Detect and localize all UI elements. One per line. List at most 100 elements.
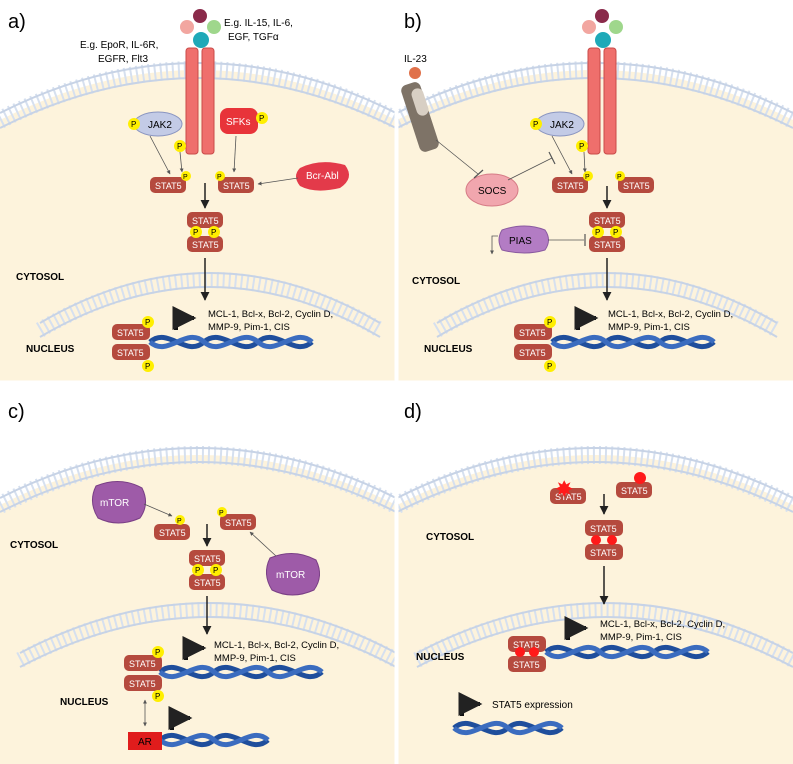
target-genes: MCL-1, Bcl-x, Bcl-2, Cyclin D, (600, 619, 725, 630)
stat5-dimer-nuclear: STAT5 STAT5 P P (124, 646, 164, 702)
stat5-monomer: STAT5 P (615, 171, 654, 193)
stat5-dimer: STAT5 STAT5 P P (187, 212, 223, 252)
stat5-mutant-dimer-nuclear: STAT5 STAT5 (508, 636, 546, 672)
svg-text:MMP-9, Pim-1, CIS: MMP-9, Pim-1, CIS (208, 322, 290, 333)
svg-text:P: P (259, 114, 264, 123)
svg-text:STAT5: STAT5 (594, 216, 621, 226)
nucleus-label: NUCLEUS (424, 344, 473, 355)
phospho-site: P P (128, 118, 186, 152)
il23-label: IL-23 (404, 54, 427, 65)
nuclear-membrane (16, 602, 396, 668)
svg-text:MMP-9, Pim-1, CIS: MMP-9, Pim-1, CIS (600, 632, 682, 643)
svg-text:JAK2: JAK2 (148, 120, 172, 131)
receptors-label: E.g. EpoR, IL-6R, (80, 40, 158, 51)
svg-text:MMP-9, Pim-1, CIS: MMP-9, Pim-1, CIS (608, 322, 690, 333)
cytosol-label: CYTOSOL (10, 540, 58, 551)
svg-text:STAT5: STAT5 (192, 240, 219, 250)
stat5-dimer-nuclear: STAT5 STAT5 P P (112, 316, 154, 372)
transcription-arrow (458, 692, 483, 716)
transcription-arrow (168, 706, 193, 730)
svg-text:P: P (547, 362, 552, 371)
svg-text:STAT5: STAT5 (590, 548, 617, 558)
svg-text:mTOR: mTOR (100, 498, 129, 509)
transcription-arrow (574, 306, 599, 330)
panel-b: b) IL-23 JAK2 P P SOCS (397, 0, 793, 382)
receptor (587, 47, 617, 155)
svg-text:P: P (613, 228, 618, 237)
svg-text:STAT5: STAT5 (117, 328, 144, 338)
svg-text:P: P (585, 174, 590, 181)
svg-text:P: P (617, 174, 622, 181)
stat5-monomer: STAT5 P (552, 171, 593, 193)
svg-text:STAT5: STAT5 (519, 328, 546, 338)
svg-text:P: P (595, 228, 600, 237)
stat5-mutant-dimer: STAT5 STAT5 (585, 520, 623, 560)
jak2-protein: JAK2 P P (530, 111, 588, 152)
target-genes: MCL-1, Bcl-x, Bcl-2, Cyclin D, (214, 640, 339, 651)
dna-strand (452, 720, 564, 736)
nucleus-label: NUCLEUS (26, 344, 75, 355)
svg-text:P: P (183, 174, 188, 181)
svg-text:STAT5: STAT5 (557, 181, 584, 191)
svg-text:STAT5: STAT5 (194, 578, 221, 588)
il23-receptor (401, 67, 439, 152)
svg-text:mTOR: mTOR (276, 570, 305, 581)
svg-text:STAT5: STAT5 (117, 348, 144, 358)
svg-text:P: P (533, 120, 538, 129)
stat5-mutant-monomer: STAT5 (616, 472, 652, 498)
svg-text:STAT5: STAT5 (129, 659, 156, 669)
ligands-label: E.g. IL-15, IL-6, (224, 18, 293, 29)
transcription-arrow (172, 306, 197, 330)
dna-strand (158, 732, 270, 748)
svg-text:STAT5: STAT5 (555, 492, 582, 502)
svg-text:P: P (217, 174, 222, 181)
panel-a: a) E.g. IL-15, IL-6, EGF, TGFα E.g. EpoR… (0, 0, 396, 382)
transcription-arrow (182, 636, 207, 660)
svg-text:STAT5: STAT5 (623, 181, 650, 191)
nuclear-membrane (35, 272, 385, 337)
svg-text:P: P (213, 566, 218, 575)
svg-text:PIAS: PIAS (509, 236, 532, 247)
panel-letter: a) (8, 11, 26, 33)
svg-text:SFKs: SFKs (226, 117, 250, 128)
svg-text:STAT5: STAT5 (155, 181, 182, 191)
stat5-mutant-monomer: STAT5 (550, 480, 586, 504)
stat5-monomer: STAT5 P (150, 171, 191, 193)
svg-text:P: P (131, 120, 136, 129)
target-genes: MCL-1, Bcl-x, Bcl-2, Cyclin D, (608, 309, 733, 320)
svg-text:P: P (145, 362, 150, 371)
svg-text:P: P (177, 142, 182, 151)
dna-strand (544, 644, 710, 660)
svg-text:P: P (195, 566, 200, 575)
svg-text:EGFR, Flt3: EGFR, Flt3 (98, 54, 148, 65)
svg-text:STAT5: STAT5 (159, 528, 186, 538)
svg-text:P: P (155, 692, 160, 701)
svg-text:P: P (193, 228, 198, 237)
receptor (185, 47, 215, 155)
nucleus-label: NUCLEUS (416, 652, 465, 663)
stat5-monomer: STAT5 P (154, 515, 190, 540)
nuclear-membrane (432, 272, 782, 337)
svg-text:STAT5: STAT5 (192, 216, 219, 226)
ar-protein: AR (128, 732, 162, 750)
cytosol-label: CYTOSOL (412, 276, 460, 287)
svg-text:STAT5: STAT5 (590, 524, 617, 534)
cytosol-label: CYTOSOL (16, 272, 64, 283)
svg-text:P: P (219, 510, 224, 517)
dna-strand (158, 664, 324, 680)
inhibition-line (435, 139, 479, 175)
nuclear-membrane (413, 602, 793, 668)
svg-text:STAT5: STAT5 (513, 660, 540, 670)
ligand-cluster (582, 9, 623, 48)
svg-text:AR: AR (138, 737, 152, 748)
cytosol-label: CYTOSOL (426, 532, 474, 543)
ligand-cluster (180, 9, 221, 48)
jak2-protein: JAK2 (133, 111, 183, 137)
svg-text:Bcr-Abl: Bcr-Abl (306, 171, 339, 182)
inhibition-line (507, 157, 553, 181)
panel-letter: b) (404, 11, 422, 33)
bcr-abl-protein: Bcr-Abl (296, 162, 349, 191)
svg-text:STAT5: STAT5 (225, 518, 252, 528)
svg-text:STAT5: STAT5 (223, 181, 250, 191)
